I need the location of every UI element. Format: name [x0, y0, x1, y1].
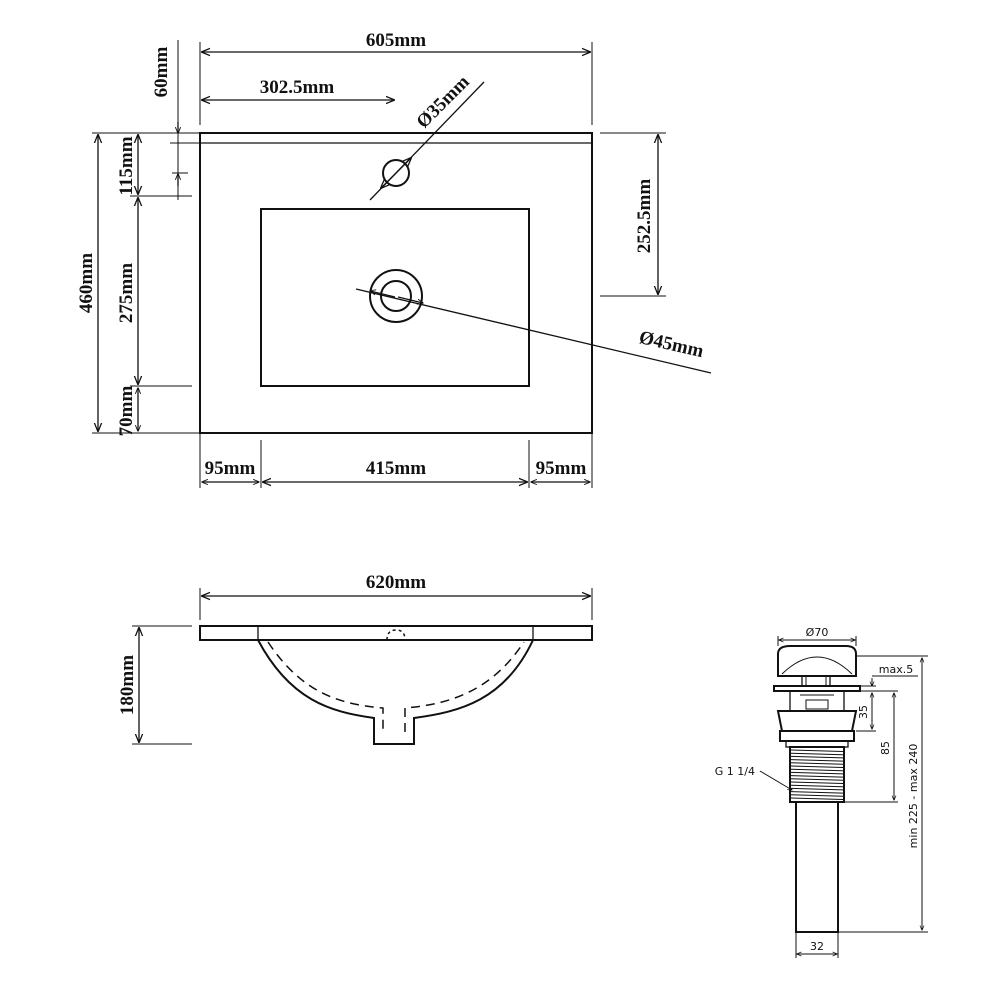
- valve-washer: [776, 710, 858, 732]
- dim-label-width-total: 605mm: [366, 30, 426, 51]
- valve-threaded-body: [789, 746, 845, 803]
- dim-label-bowl-depth: 275mm: [116, 263, 137, 323]
- thread-line: [790, 771, 844, 775]
- thread-line: [790, 775, 844, 778]
- thread-line: [790, 765, 844, 768]
- dim-label-tap-offset: 302.5mm: [260, 77, 335, 98]
- valve-pipe: [795, 801, 839, 933]
- dim-label-rim-back: 60mm: [151, 47, 172, 98]
- valve-nut: [779, 730, 855, 742]
- dim-label-body-height: 85: [879, 741, 892, 755]
- thread-line: [790, 781, 844, 784]
- dim-label-bowl-width: 415mm: [366, 458, 426, 479]
- drain-hole-inner-icon: [380, 280, 412, 312]
- dim-label-depth-total: 460mm: [76, 253, 97, 313]
- side-slab: [199, 625, 593, 641]
- thread-line: [790, 755, 844, 759]
- valve-body-upper: [789, 690, 845, 712]
- bowl-outer-curve: [257, 639, 534, 745]
- thread-line: [790, 759, 844, 762]
- dim-label-length-range: min 225 - max 240: [907, 744, 920, 849]
- dim-label-max-thickness: max.5: [879, 663, 913, 676]
- dim-label-cap-diameter: Ø70: [806, 626, 829, 639]
- top-view: 605mm 302.5mm Ø35mm 60mm 460mm 115mm 275…: [76, 30, 712, 488]
- thread-line: [790, 784, 844, 788]
- thread-line: [790, 768, 844, 772]
- thread-line: [790, 791, 844, 794]
- dim-label-margin-left: 95mm: [205, 458, 256, 479]
- bowl-inner-dashed-curve: [267, 641, 525, 732]
- dim-label-front-to-bowl: 115mm: [116, 136, 137, 195]
- leader-drain-hole: [355, 288, 712, 374]
- thread-line: [790, 778, 844, 781]
- bowl-outline: [260, 208, 530, 387]
- leader-thread: [759, 770, 792, 790]
- dim-label-pipe-diameter: 32: [810, 940, 824, 953]
- dim-label-side-height: 180mm: [117, 655, 138, 715]
- valve-cap: [777, 645, 857, 677]
- dim-label-upper-height: 35: [857, 705, 870, 719]
- thread-line: [790, 752, 844, 756]
- side-view: 620mm 180mm: [117, 572, 593, 745]
- dim-label-drain-offset: 252.5mm: [634, 179, 655, 254]
- thread-line: [790, 749, 844, 752]
- dim-label-bowl-to-back: 70mm: [116, 386, 137, 437]
- dim-label-side-width: 620mm: [366, 572, 426, 593]
- overflow-hole-icon: [386, 629, 406, 641]
- thread-line: [790, 794, 844, 797]
- valve-threads: [790, 749, 844, 800]
- dim-label-drain-hole: Ø45mm: [637, 327, 706, 362]
- valve-flange: [773, 685, 861, 692]
- basin-outline: [199, 132, 593, 434]
- thread-line: [790, 787, 844, 791]
- dim-label-thread: G 1 1/4: [715, 765, 755, 778]
- dim-label-margin-right: 95mm: [536, 458, 587, 479]
- thread-line: [790, 762, 844, 765]
- thread-line: [790, 797, 844, 800]
- drain-hole-outer-icon: [369, 269, 423, 323]
- waste-valve: Ø70 max.5 35 85 min 225 - max 240 G 1 1/…: [715, 626, 928, 958]
